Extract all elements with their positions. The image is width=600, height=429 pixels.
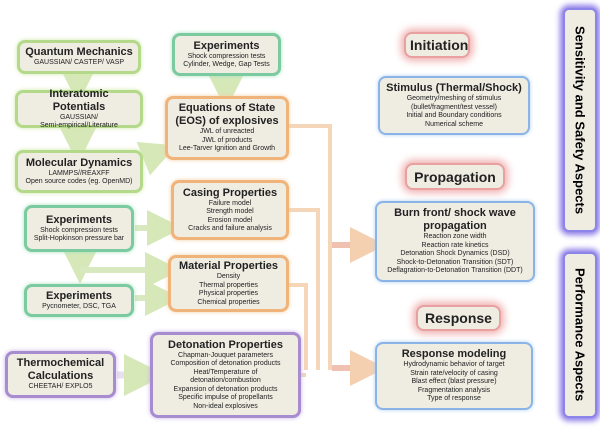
response-modeling-box: Response modeling Hydrodynamic behavior … bbox=[375, 342, 533, 410]
box-line: Detonation Shock Dynamics (DSD) bbox=[400, 250, 510, 258]
box-line: CHEETAH/ EXPLO5 bbox=[28, 383, 93, 391]
response-label: Response bbox=[416, 305, 501, 331]
box-line: LAMMPS//REAXFF bbox=[48, 169, 110, 177]
thermochemical-calculations-box: Thermochemical Calculations CHEETAH/ EXP… bbox=[5, 351, 116, 398]
box-title: Stimulus (Thermal/Shock) bbox=[386, 82, 522, 94]
experiments-pycnometer-box: Experiments Pycnometer, DSC, TGA bbox=[24, 284, 134, 317]
experiments-shock-box: Experiments Shock compression tests Spli… bbox=[24, 205, 134, 252]
sensitivity-aspects-panel: Sensitivity and Safety Aspects bbox=[563, 8, 597, 232]
box-title: Quantum Mechanics bbox=[25, 46, 133, 59]
box-line: GAUSSIAN/ bbox=[59, 113, 99, 121]
propagation-label: Propagation bbox=[405, 163, 505, 190]
box-line: Cylinder, Wedge, Gap Tests bbox=[183, 61, 270, 68]
box-title: Molecular Dynamics bbox=[25, 156, 133, 169]
box-line: Non-ideal explosives bbox=[193, 402, 258, 410]
casing-properties-box: Casing Properties Failure model Strength… bbox=[171, 180, 289, 240]
box-line: Expansion of detonation products bbox=[173, 385, 278, 393]
interatomic-potentials-box: Interatomic Potentials GAUSSIAN/ Semi-em… bbox=[15, 87, 143, 129]
box-line: Failure model bbox=[208, 199, 252, 207]
burn-front-box: Burn front/ shock wave propagation React… bbox=[375, 201, 535, 282]
box-line: Physical properties bbox=[198, 290, 259, 297]
box-title: Experiments bbox=[45, 289, 113, 302]
box-title: Detonation Properties bbox=[168, 338, 283, 351]
experiments-top-box: Experiments Shock compression tests Cyli… bbox=[172, 33, 281, 76]
stage-title: Response bbox=[425, 310, 492, 326]
box-line: Shock compression tests bbox=[40, 226, 118, 234]
box-line: Numerical scheme bbox=[425, 120, 483, 128]
box-line: Density bbox=[216, 273, 241, 280]
box-line: Geometry/meshing of stimulus bbox=[406, 95, 502, 102]
aspect-label: Performance Aspects bbox=[572, 268, 588, 402]
box-line: Cracks and failure analysis bbox=[188, 225, 272, 232]
box-line: Semi-empirical/Literature bbox=[40, 122, 118, 129]
material-properties-box: Material Properties Density Thermal prop… bbox=[168, 255, 289, 312]
molecular-dynamics-box: Molecular Dynamics LAMMPS//REAXFF Open s… bbox=[15, 150, 143, 193]
box-title: Thermochemical Calculations bbox=[16, 357, 105, 383]
initiation-label: Initiation bbox=[404, 32, 470, 58]
box-line: Pycnometer, DSC, TGA bbox=[42, 302, 116, 310]
eos-box: Equations of State (EOS) of explosives J… bbox=[165, 96, 289, 160]
box-line: Initial and Boundary conditions bbox=[406, 112, 502, 119]
box-line: Deflagration-to-Detonation Transition (D… bbox=[387, 267, 523, 275]
box-line: Chapman-Jouquet parameters bbox=[178, 351, 273, 359]
box-line: JWL of unreacted bbox=[199, 128, 255, 136]
box-line: JWL of products bbox=[201, 136, 253, 144]
box-line: Split-Hopkinson pressure bar bbox=[33, 235, 125, 242]
box-line: Fragmentation analysis bbox=[417, 386, 491, 394]
stage-title: Propagation bbox=[414, 168, 496, 185]
box-line: Chemical properties bbox=[197, 298, 260, 306]
box-line: Strain rate/velocity of casing bbox=[410, 369, 498, 377]
box-title: Burn front/ shock wave propagation bbox=[394, 207, 516, 233]
box-line: Strength model bbox=[206, 208, 254, 215]
stimulus-box: Stimulus (Thermal/Shock) Geometry/meshin… bbox=[378, 76, 530, 135]
box-line: Hydrodynamic behavior of target bbox=[403, 361, 505, 369]
box-title: Experiments bbox=[45, 213, 113, 226]
box-title: Response modeling bbox=[401, 348, 507, 361]
box-line: Specific impulse of propellants bbox=[178, 394, 273, 402]
box-title: Casing Properties bbox=[182, 186, 278, 199]
box-line: detonation/combustion bbox=[190, 377, 261, 385]
box-line: Composition of detonation products bbox=[170, 360, 281, 368]
box-title: Experiments bbox=[193, 39, 260, 52]
box-line: Blast effect (blast pressure) bbox=[411, 378, 497, 386]
box-title: Interatomic Potentials bbox=[49, 87, 109, 113]
quantum-mechanics-box: Quantum Mechanics GAUSSIAN/ CASTEP/ VASP bbox=[17, 40, 141, 74]
detonation-properties-box: Detonation Properties Chapman-Jouquet pa… bbox=[150, 332, 301, 418]
box-line: Lee-Tarver Ignition and Growth bbox=[178, 145, 276, 153]
box-line: Open source codes (eg. OpenMD) bbox=[25, 178, 133, 185]
box-line: (bullet/fragment/test vessel) bbox=[411, 103, 497, 111]
box-line: Erosion model bbox=[207, 216, 253, 224]
box-line: Thermal properties bbox=[199, 281, 258, 289]
box-line: GAUSSIAN/ CASTEP/ VASP bbox=[33, 59, 125, 67]
box-title: Equations of State (EOS) of explosives bbox=[175, 102, 279, 128]
aspect-label: Sensitivity and Safety Aspects bbox=[572, 25, 588, 215]
box-line: Shock compression tests bbox=[187, 52, 266, 60]
box-line: Reaction zone width bbox=[423, 233, 487, 241]
box-title: Material Properties bbox=[178, 260, 279, 272]
stage-title: Initiation bbox=[410, 37, 469, 53]
box-line: Heat/Temperature of bbox=[193, 368, 258, 376]
performance-aspects-panel: Performance Aspects bbox=[563, 252, 597, 418]
box-line: Reaction rate kinetics bbox=[421, 241, 489, 249]
box-line: Type of response bbox=[427, 395, 481, 403]
box-line: Shock-to-Detonation Transition (SDT) bbox=[396, 258, 514, 266]
